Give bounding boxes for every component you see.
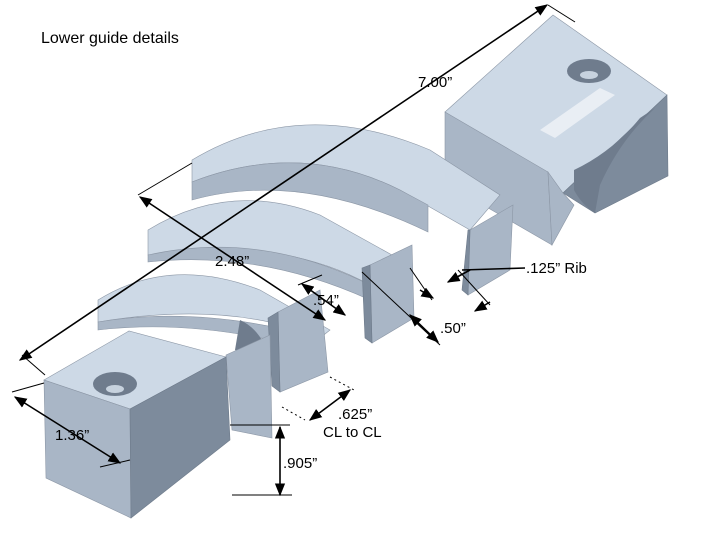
label-cl-text: CL to CL: [323, 424, 382, 441]
label-block-width: 1.36”: [55, 427, 89, 444]
label-slot-depth: .54”: [313, 292, 339, 309]
label-guide-spacing: 2.48”: [215, 253, 249, 270]
label-cl-value: .625”: [338, 406, 372, 423]
dimension-center-to-center: [308, 389, 352, 421]
dimension-slot-depth: [300, 283, 347, 316]
label-rib: .125” Rib: [526, 260, 587, 277]
dimension-guide-spacing: [138, 196, 327, 321]
dimension-overall-length: [18, 4, 549, 361]
dimension-slot-width: [409, 314, 439, 343]
label-slot-width: .50”: [440, 320, 466, 337]
dimension-labels: 7.00” 2.48” .125” Rib .54” .50” .625” CL…: [55, 74, 587, 472]
drawing-title: Lower guide details: [41, 30, 179, 47]
front-mounting-block: [43, 330, 231, 519]
label-block-height: .905”: [283, 455, 317, 472]
front-block-bolt-hole: [93, 372, 137, 396]
dimension-block-width: [13, 396, 122, 464]
label-overall-length: 7.00”: [418, 74, 452, 91]
dimension-lines: [11, 4, 576, 497]
